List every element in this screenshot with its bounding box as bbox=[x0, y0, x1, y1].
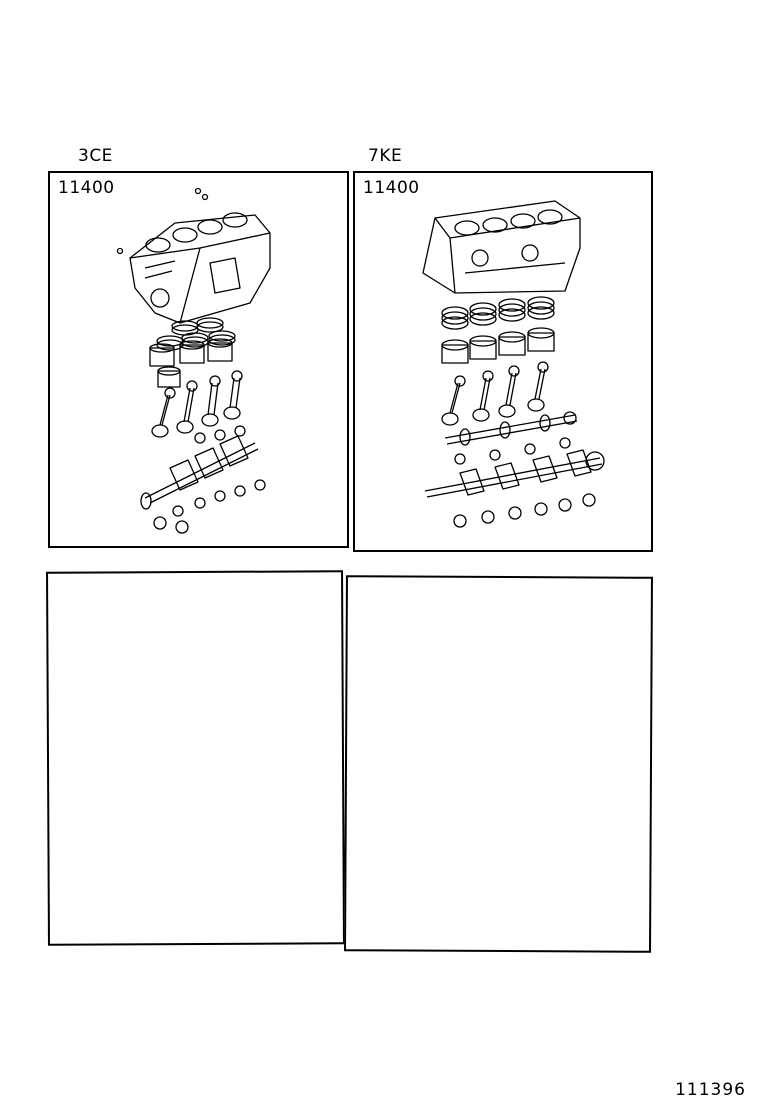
connecting-rod-icon bbox=[441, 361, 549, 426]
short-block-illustration-7ke bbox=[422, 200, 605, 528]
short-block-illustration-3ce bbox=[116, 187, 271, 534]
crankshaft-icon bbox=[424, 449, 605, 498]
piston-ring-set-icon bbox=[441, 296, 555, 330]
empty-panel-right bbox=[344, 575, 653, 953]
bearing-icon bbox=[453, 437, 596, 528]
crankshaft-icon bbox=[140, 435, 259, 510]
connecting-rod-icon bbox=[151, 370, 243, 438]
engine-label-3ce: 3CE bbox=[78, 146, 113, 166]
part-number-7ke: 11400 bbox=[363, 178, 420, 198]
part-panel-7ke: 11400 bbox=[353, 171, 653, 552]
piston-ring-set-icon bbox=[156, 317, 236, 351]
figure-id: 111396 bbox=[675, 1080, 746, 1100]
empty-panel-left bbox=[46, 570, 345, 946]
piston-icon bbox=[441, 327, 555, 364]
camshaft-icon bbox=[444, 411, 578, 446]
engine-label-7ke: 7KE bbox=[368, 146, 403, 166]
bearing-icon bbox=[153, 425, 266, 534]
part-panel-3ce: 11400 bbox=[48, 171, 349, 548]
piston-icon bbox=[149, 338, 233, 388]
cylinder-block-icon bbox=[116, 187, 271, 324]
cylinder-block-icon bbox=[422, 200, 581, 294]
part-number-3ce: 11400 bbox=[58, 178, 115, 198]
